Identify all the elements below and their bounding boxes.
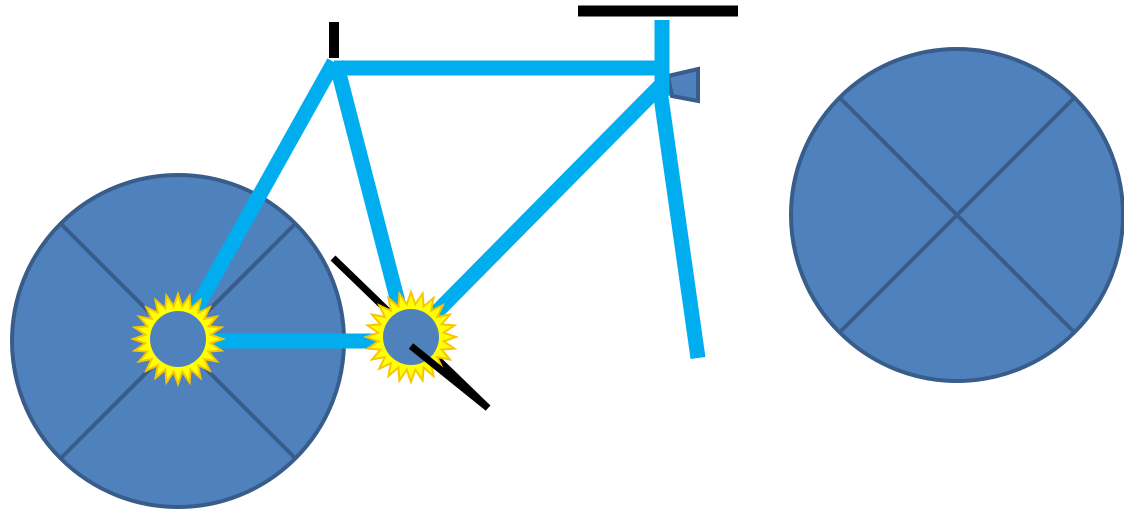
front-fork [652,88,706,360]
frame [171,20,706,360]
seat-stay [171,58,341,345]
seat-tube [328,60,415,339]
front-wheel-detached [789,47,1124,383]
chainring-rear [129,290,227,388]
chainring-front-hub [383,309,439,365]
front-wheel-spoke [838,96,1076,334]
down-tube [406,78,668,343]
headlight [665,66,700,104]
crank-arm-front [408,343,491,411]
chainring-rear-hub [150,311,206,367]
chainring-front [362,288,460,386]
